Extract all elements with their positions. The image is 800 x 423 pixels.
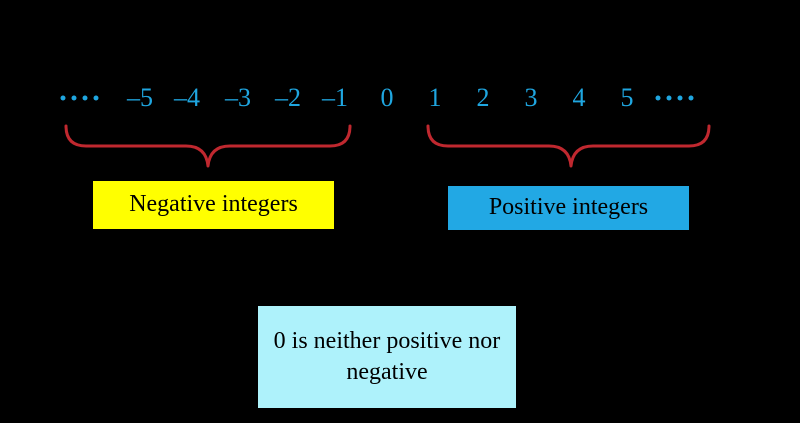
number-pos-1: 1: [429, 83, 442, 112]
ellipsis-dot: [688, 95, 694, 101]
ellipsis-dot: [655, 95, 661, 101]
number-neg-3: –3: [224, 83, 251, 112]
negative-brace: [64, 124, 352, 168]
number-pos-5: 5: [621, 83, 634, 112]
ellipsis-dot: [93, 95, 99, 101]
ellipsis-dot: [666, 95, 672, 101]
zero-note-text: 0 is neither positive nor negative: [273, 327, 501, 385]
number-neg-2: –2: [274, 83, 301, 112]
right-ellipsis: [655, 95, 694, 101]
ellipsis-dot: [71, 95, 77, 101]
positive-integers-text: Positive integers: [488, 194, 649, 221]
positive-brace: [426, 124, 711, 168]
number-neg-1: –1: [321, 83, 348, 112]
number-pos-3: 3: [525, 83, 538, 112]
zero-note-label: 0 is neither positive nor negative: [258, 306, 516, 408]
negative-integers-label: Negative integers: [93, 181, 334, 229]
number-zero: 0: [381, 83, 394, 112]
positive-integers-label: Positive integers: [448, 186, 689, 230]
negative-integers-text: Negative integers: [129, 191, 298, 218]
number-pos-2: 2: [477, 83, 490, 112]
ellipsis-dot: [82, 95, 88, 101]
number-neg-4: –4: [173, 83, 200, 112]
ellipsis-dot: [60, 95, 66, 101]
ellipsis-dot: [677, 95, 683, 101]
number-neg-5: –5: [126, 83, 153, 112]
left-ellipsis: [60, 95, 99, 101]
number-pos-4: 4: [573, 83, 586, 112]
